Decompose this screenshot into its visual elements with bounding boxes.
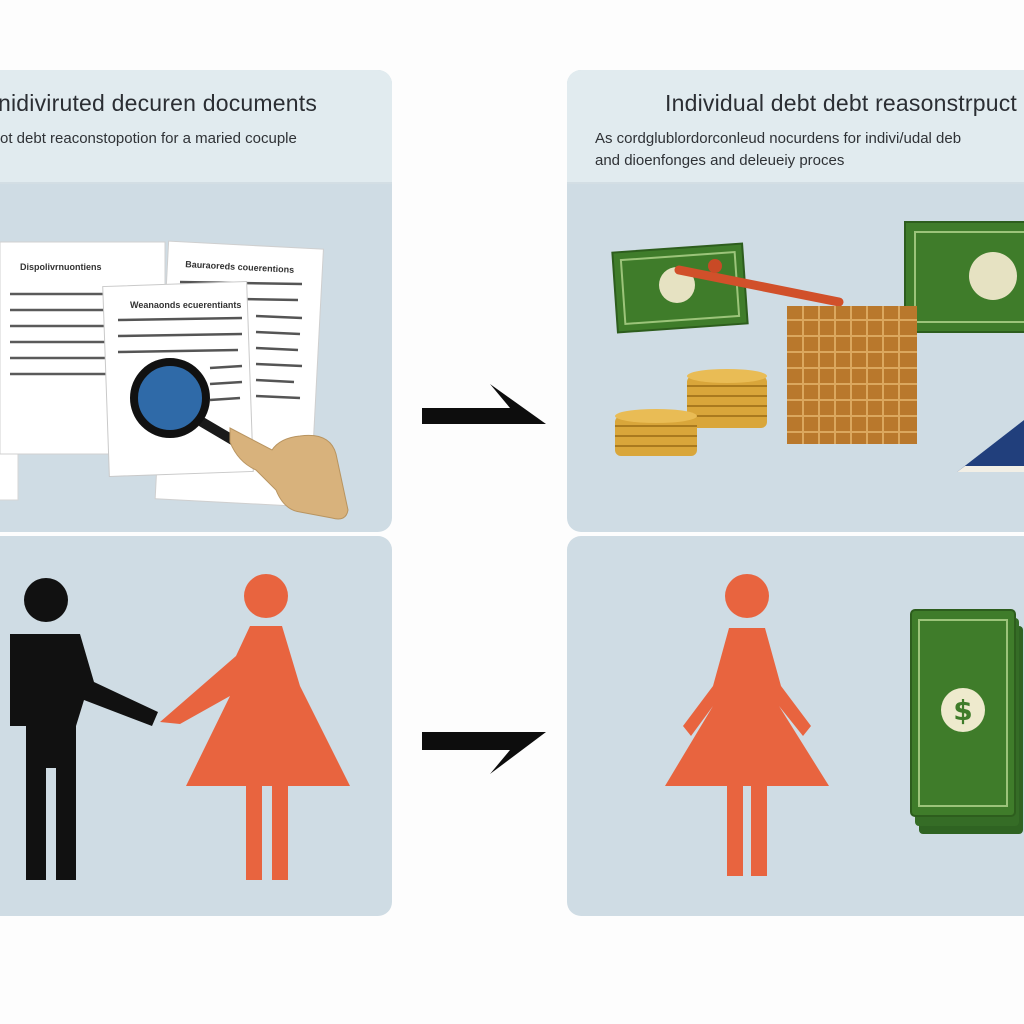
debt-panel-title: Individual debt debt reasonstrpuct <box>665 90 1018 116</box>
coin-stack-icon <box>615 409 697 456</box>
dollar-sign-icon <box>941 688 985 732</box>
documents-panel-title: nidiviruted decuren documents <box>0 90 318 116</box>
woman-figure-icon <box>665 574 829 876</box>
book-icon <box>957 420 1024 472</box>
pencil-icon <box>674 259 844 307</box>
man-figure-icon <box>10 578 158 880</box>
money-stack-icon: $ <box>910 609 1023 834</box>
woman-figure-icon <box>160 574 350 880</box>
couple-illustration <box>10 574 350 880</box>
documents-panel-header: nidiviruted decuren documents ot debt re… <box>0 70 392 184</box>
hand-icon <box>229 427 349 520</box>
documents-panel-subtitle: ot debt reaconstopotion for a maried coc… <box>0 130 297 147</box>
svg-text:$: $ <box>953 694 972 727</box>
debt-panel-subtitle-line1: As cordglublordorconleud nocurdens for i… <box>595 130 962 147</box>
document-heading: Dispolivrnuontiens <box>20 262 102 272</box>
banknote-icon <box>611 242 749 334</box>
couple-panel <box>0 536 392 916</box>
individual-panel: $ <box>567 536 1024 916</box>
individual-illustration: $ <box>665 574 1023 876</box>
debt-panel-header: Individual debt debt reasonstrpuct As co… <box>567 70 1024 184</box>
coin-stack-icon <box>687 369 767 428</box>
arrow-right-icon <box>422 384 546 424</box>
basket-icon <box>787 306 917 444</box>
debt-illustration <box>611 221 1024 472</box>
arrow-right-icon <box>422 732 546 774</box>
documents-illustration: Dispolivrnuontiens Bauraoreds couerentio… <box>0 240 349 520</box>
debt-panel-subtitle-line2: and dioenfonges and deleueiy proces <box>595 152 845 169</box>
banknote-icon <box>904 221 1024 333</box>
debt-reconstruction-panel: Individual debt debt reasonstrpuct As co… <box>567 70 1024 532</box>
document-heading: Weanaonds ecuerentiants <box>130 300 241 310</box>
documents-panel: nidiviruted decuren documents ot debt re… <box>0 70 392 532</box>
